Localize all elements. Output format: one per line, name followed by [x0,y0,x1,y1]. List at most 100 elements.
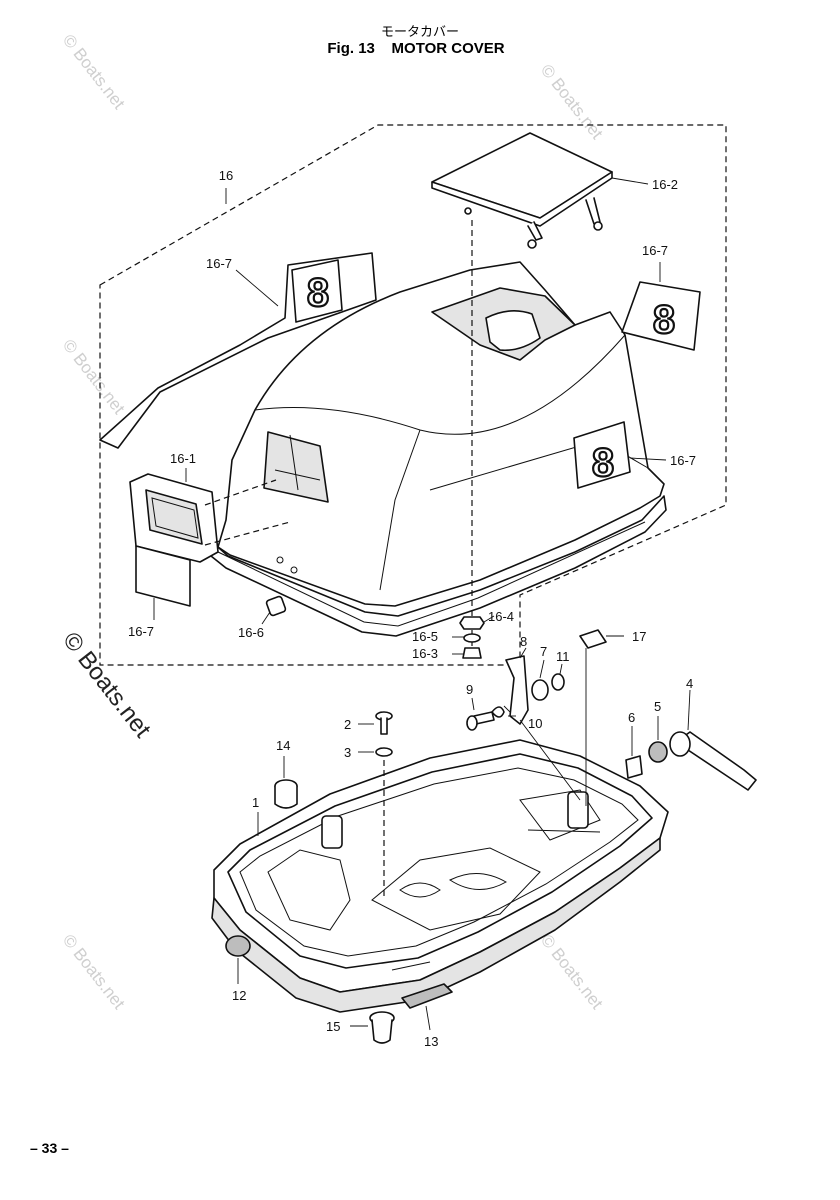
leader-8 [519,647,527,659]
bottom-cover-rim-inner [239,767,639,957]
cover-intake-inner [274,434,321,491]
callout-4: 4 [686,676,693,691]
decal-8-right-plate [621,281,701,351]
callout-17: 17 [632,629,646,644]
callout-8: 8 [520,634,527,649]
cover-lid-16-2 [431,132,613,249]
leader-16-4 [483,615,495,623]
nut-16-4 [459,616,485,630]
grille-inner [151,497,199,539]
bolt-2 [375,711,393,735]
cover-oil-cap [485,310,541,352]
grommet-14 [274,779,298,809]
leader-9 [471,697,475,711]
leader-16-6 [261,611,271,625]
bushing-6 [625,755,643,779]
cover-crown-line [254,334,626,435]
lid-screw-small [464,207,472,215]
callout-labels: 16 16-2 16-7 16-7 16-7 16-1 16-7 16-6 16… [128,168,696,1049]
washer-16-5 [463,633,481,643]
bottom-bracket-pillar [321,815,343,849]
callout-16-1: 16-1 [170,451,196,466]
leader-16-2 [611,177,649,185]
callout-14: 14 [276,738,290,753]
cover-intake-window [263,431,329,503]
bottom-cover-skirt [211,837,661,1013]
assembly-axis-grille [204,479,291,546]
leader-7 [539,659,545,679]
watermark-mid-left: © Boats.net [59,336,129,418]
callout-9: 9 [466,682,473,697]
callout-16-7-right: 16-7 [642,243,668,258]
latch-hook-8 [505,655,529,725]
decal-8-cover-side: 8 [573,421,631,489]
bolt-2-shank [380,717,388,735]
lid-plate [431,132,613,219]
washer-3 [375,747,393,757]
lid-screw-right [593,221,603,231]
leader-16-7c [629,457,667,461]
leader-13 [425,1005,431,1031]
intake-grille-16-1 [129,473,219,607]
decal-8-right-text: 8 [653,298,675,342]
callout-16-7-front: 16-7 [128,624,154,639]
bottom-interior-deck [371,847,541,931]
assembly-16-boundary [99,124,727,666]
grommet-13 [401,983,453,1009]
lever-4-handle [675,731,757,791]
bottom-interior-ports [399,873,508,898]
callout-15: 15 [326,1019,340,1034]
page-number: – 33 – [30,1140,69,1156]
leader-4 [687,689,691,731]
watermark-bottom-right: © Boats.net [537,931,607,1013]
lid-hinge-left [527,221,543,241]
grommet-16-3 [462,647,482,659]
callout-3: 3 [344,745,351,760]
washer-7 [531,679,549,701]
grille-opening [145,489,203,545]
top-motor-cover [99,252,667,637]
pin-16-6 [265,595,287,617]
bottom-motor-cover [211,739,669,1013]
lid-hinge-right [585,197,601,225]
grommet-15-body [371,1019,393,1044]
callout-12: 12 [232,988,246,1003]
callout-16-6: 16-6 [238,625,264,640]
lever-4 [669,731,757,791]
decal-8-side-text: 8 [592,441,614,485]
cover-lip-line [217,521,646,627]
callout-2: 2 [344,717,351,732]
callout-16-2: 16-2 [652,177,678,192]
decal-8-left-text: 8 [307,271,329,315]
decal-8-left-plate [291,259,343,323]
decal-8-right-loose: 8 [621,281,701,351]
screw-9 [466,711,495,731]
callout-16-7-left: 16-7 [206,256,232,271]
small-hardware-16-3-4-5 [459,616,485,659]
collar-5 [648,741,668,763]
callout-13: 13 [424,1034,438,1049]
bottom-cover-rim [227,753,653,969]
watermark-bottom-left: © Boats.net [59,931,129,1013]
label-17 [579,629,607,649]
leader-lines [153,177,691,1031]
plug-12 [225,935,251,957]
lid-screw-left [527,239,537,249]
washer-11 [551,673,565,691]
leader-16-7a [235,269,279,307]
grommet-14-body [274,785,298,809]
grommet-15 [369,1011,395,1044]
japanese-title: モータカバー [381,25,459,40]
decal-8-left: 8 [291,259,343,323]
decal-8-side-plate [573,421,631,489]
callout-10: 10 [528,716,542,731]
leader-11 [559,663,563,675]
cover-hole-right [290,566,298,574]
callout-1: 1 [252,795,259,810]
cover-hole-left [276,556,284,564]
lever-4-hub [669,731,691,757]
leader-lever-line [503,705,581,801]
callout-11: 11 [556,649,570,664]
decal-16-7-front [135,545,191,607]
